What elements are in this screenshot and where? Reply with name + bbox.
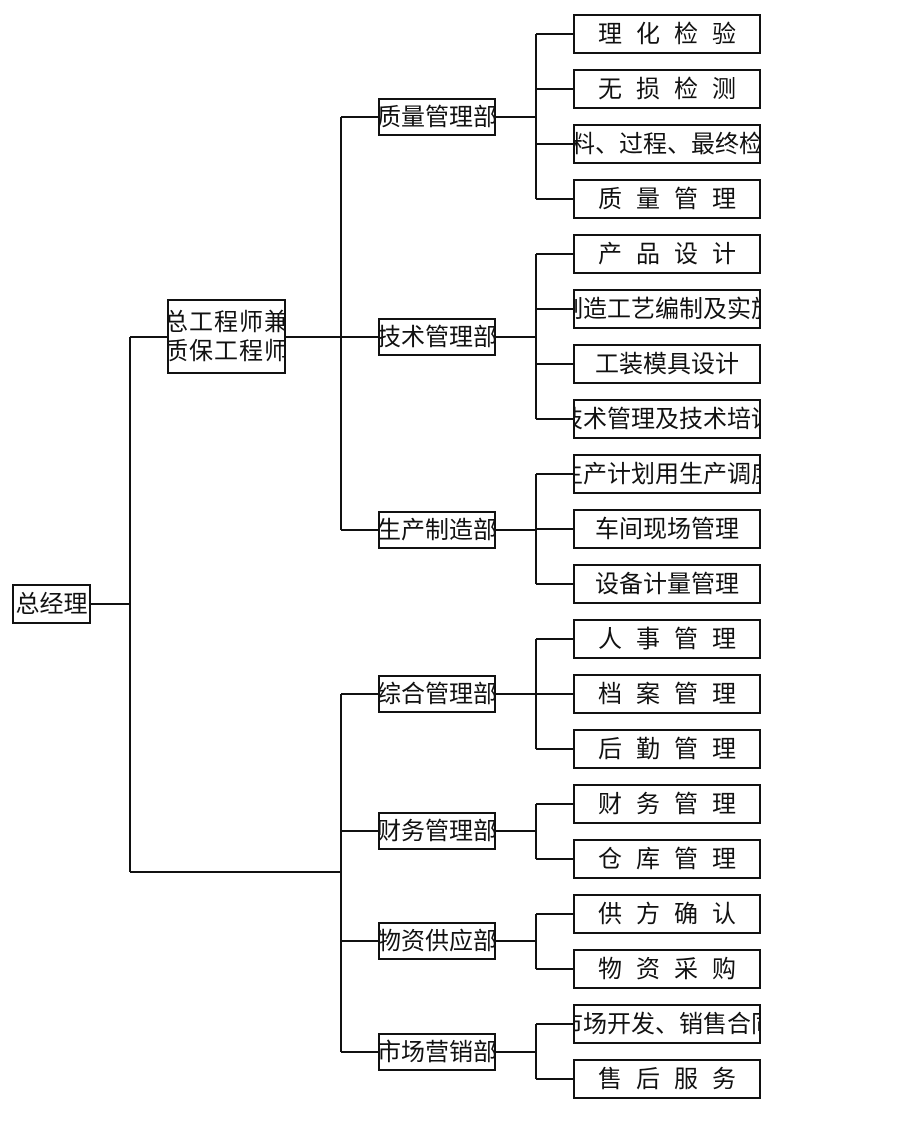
function-box: 理化检验: [573, 14, 761, 54]
function-box-label: 材料、过程、最终检测: [573, 130, 761, 158]
chief-engineer-label-line-2: 质保工程师: [167, 336, 286, 365]
chief-engineer-label-line-1: 总工程师兼: [167, 307, 286, 336]
function-box: 产品设计: [573, 234, 761, 274]
function-box-label: 物资采购: [598, 955, 750, 983]
function-box-label: 档案管理: [598, 680, 750, 708]
function-box-label: 制造工艺编制及实施: [575, 295, 759, 323]
chief-engineer-box: 总工程师兼 质保工程师: [167, 299, 286, 374]
function-box-label: 人事管理: [598, 625, 750, 653]
function-box: 设备计量管理: [573, 564, 761, 604]
function-box: 市场开发、销售合同: [573, 1004, 761, 1044]
function-box: 供方确认: [573, 894, 761, 934]
function-box-label: 生产计划用生产调度: [575, 460, 759, 488]
function-box-label: 无损检测: [598, 75, 750, 103]
department-box: 综合管理部: [378, 675, 496, 713]
department-box-label: 物资供应部: [378, 927, 496, 955]
function-box-label: 质量管理: [598, 185, 750, 213]
department-box-label: 财务管理部: [378, 817, 496, 845]
function-box: 制造工艺编制及实施: [573, 289, 761, 329]
function-box: 财务管理: [573, 784, 761, 824]
function-box: 档案管理: [573, 674, 761, 714]
department-box-label: 市场营销部: [378, 1038, 496, 1066]
general-manager-box: 总经理: [12, 584, 91, 624]
function-box-label: 财务管理: [598, 790, 750, 818]
function-box: 物资采购: [573, 949, 761, 989]
function-box-label: 供方确认: [598, 900, 750, 928]
function-box: 生产计划用生产调度: [573, 454, 761, 494]
function-box: 售后服务: [573, 1059, 761, 1099]
general-manager-label: 总经理: [15, 590, 88, 618]
function-box: 后勤管理: [573, 729, 761, 769]
function-box: 人事管理: [573, 619, 761, 659]
function-box: 质量管理: [573, 179, 761, 219]
function-box-label: 仓库管理: [598, 845, 750, 873]
function-box: 工装模具设计: [573, 344, 761, 384]
function-box-label: 售后服务: [598, 1065, 750, 1093]
department-box: 财务管理部: [378, 812, 496, 850]
function-box-label: 设备计量管理: [595, 570, 739, 598]
function-box: 技术管理及技术培训: [573, 399, 761, 439]
department-box: 生产制造部: [378, 511, 496, 549]
function-box-label: 产品设计: [598, 240, 750, 268]
department-box-label: 生产制造部: [378, 516, 496, 544]
function-box: 材料、过程、最终检测: [573, 124, 761, 164]
department-box: 市场营销部: [378, 1033, 496, 1071]
department-box-label: 质量管理部: [378, 103, 496, 131]
function-box-label: 后勤管理: [598, 735, 750, 763]
function-box: 无损检测: [573, 69, 761, 109]
department-box: 技术管理部: [378, 318, 496, 356]
function-box: 车间现场管理: [573, 509, 761, 549]
function-box-label: 技术管理及技术培训: [575, 405, 759, 433]
function-box-label: 工装模具设计: [595, 350, 739, 378]
function-box-label: 车间现场管理: [595, 515, 739, 543]
function-box-label: 市场开发、销售合同: [575, 1010, 759, 1038]
department-box-label: 综合管理部: [378, 680, 496, 708]
department-box: 质量管理部: [378, 98, 496, 136]
function-box-label: 理化检验: [598, 20, 750, 48]
function-box: 仓库管理: [573, 839, 761, 879]
department-box-label: 技术管理部: [378, 323, 496, 351]
department-box: 物资供应部: [378, 922, 496, 960]
